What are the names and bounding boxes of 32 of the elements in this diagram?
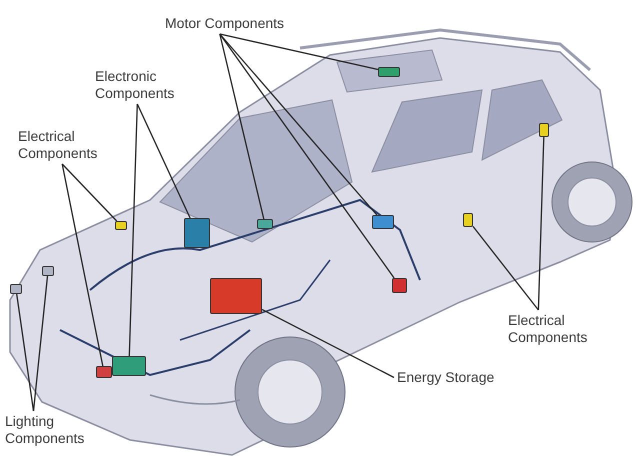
front-module xyxy=(112,356,146,376)
leader-line xyxy=(136,104,191,218)
callout-label: Motor Components xyxy=(165,15,284,32)
callout-label: Energy Storage xyxy=(397,369,494,386)
callout-label: Electronic Components xyxy=(95,68,187,102)
leader-line xyxy=(128,104,138,356)
dashboard-module xyxy=(257,219,273,229)
leader-line xyxy=(62,164,118,222)
door-motor xyxy=(392,278,407,293)
leader-line xyxy=(16,294,34,412)
rear-electrical-part xyxy=(539,123,549,137)
leader-line xyxy=(472,226,539,310)
electrical-part xyxy=(115,221,127,230)
callout-label: Electrical Components xyxy=(508,312,600,346)
leader-line xyxy=(220,33,378,70)
callout-label: Lighting Components xyxy=(5,413,97,447)
callout-label: Electrical Components xyxy=(18,128,110,162)
leader-line xyxy=(219,34,395,278)
roof-module xyxy=(378,67,400,77)
headlamp xyxy=(42,266,54,276)
leader-line xyxy=(62,164,104,366)
headlamp xyxy=(10,284,22,294)
leader-line xyxy=(262,308,394,378)
leader-line xyxy=(32,276,48,412)
door-electrical-part xyxy=(463,213,473,227)
mirror-motor xyxy=(372,215,394,229)
leader-line xyxy=(538,136,544,310)
leader-line xyxy=(219,34,378,216)
leader-line xyxy=(219,34,264,220)
battery xyxy=(210,278,262,314)
bumper-light xyxy=(96,366,112,378)
control-unit xyxy=(184,218,210,248)
